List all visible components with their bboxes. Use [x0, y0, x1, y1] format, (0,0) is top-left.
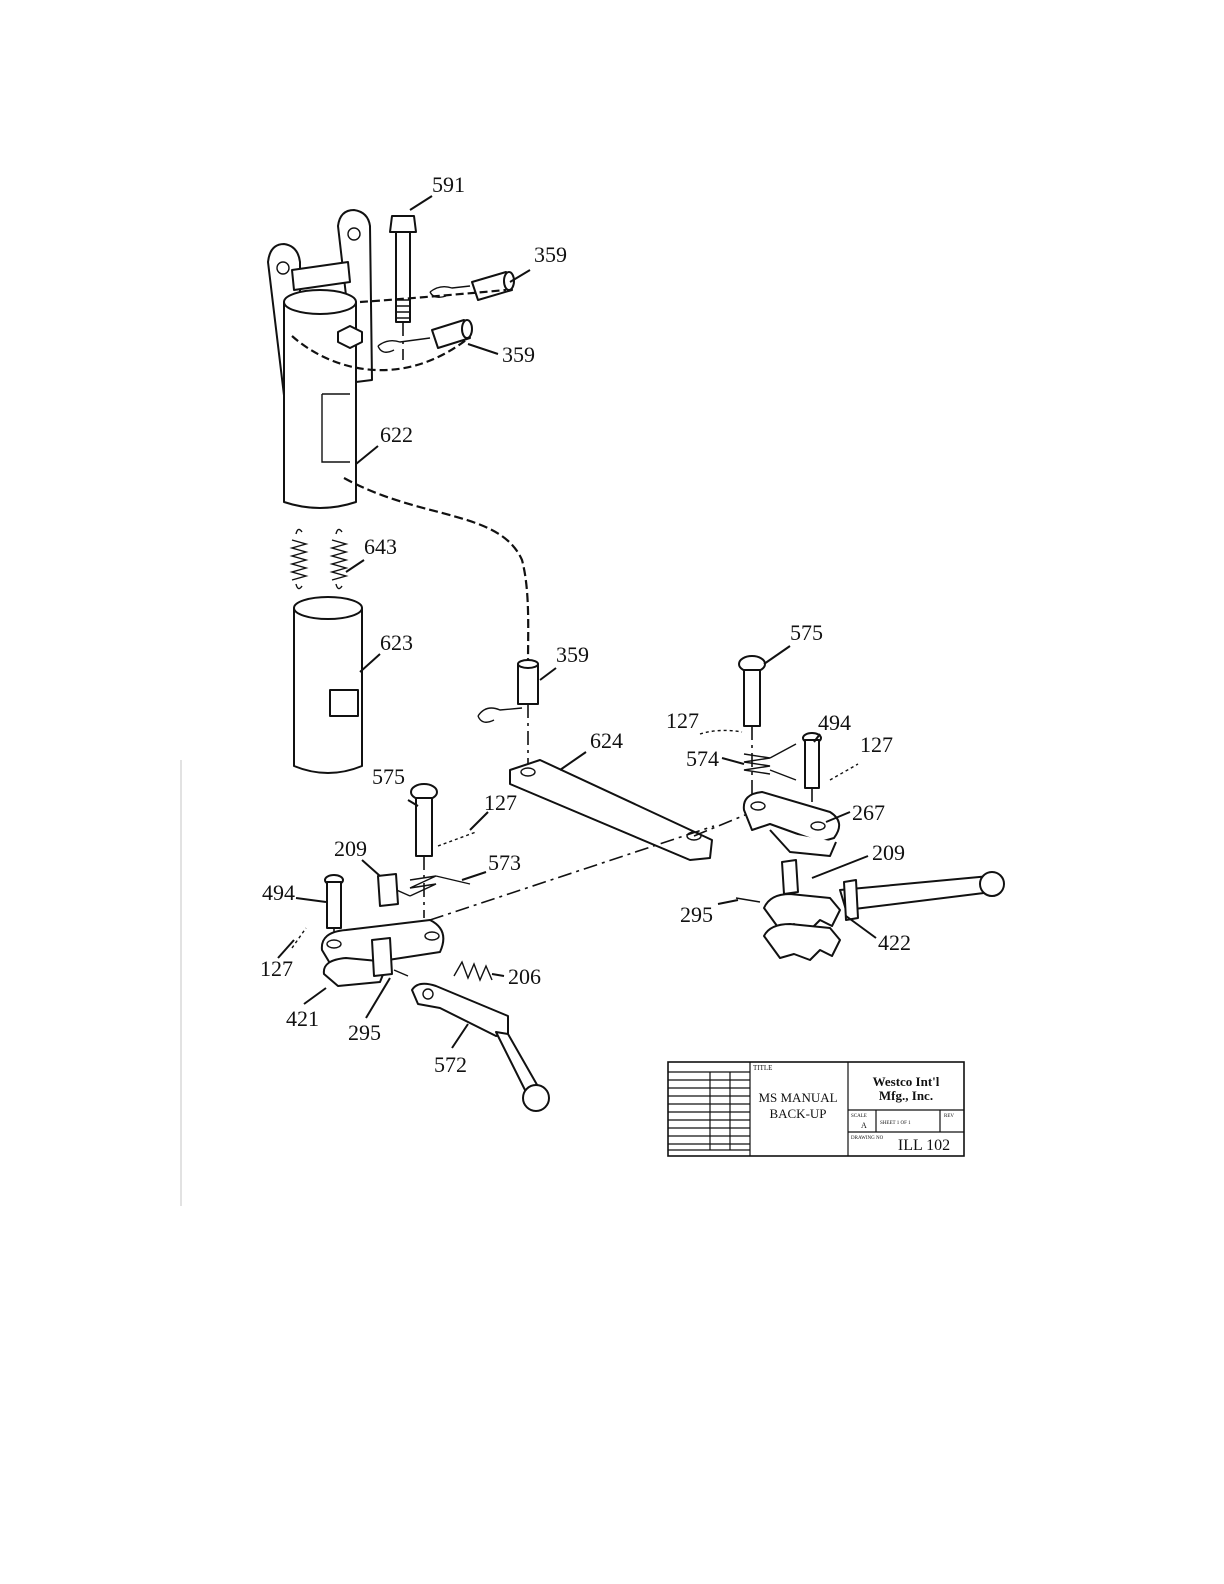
callout-494-left: 494 [262, 880, 295, 905]
company-line-2: Mfg., Inc. [879, 1088, 933, 1103]
callout-209-right: 209 [872, 840, 905, 865]
part-209-left-latch [378, 874, 398, 906]
callout-624: 624 [590, 728, 623, 753]
sheet-number: SHEET 1 OF 1 [880, 1121, 911, 1126]
part-572-handle [412, 984, 549, 1111]
title-caption: TITLE [753, 1064, 772, 1072]
callout-575-left: 575 [372, 764, 405, 789]
part-573-spring [392, 876, 470, 896]
part-209-right-latch [782, 860, 798, 894]
part-295-right-pin [736, 898, 760, 902]
part-359-upper-pin [430, 272, 514, 300]
part-359-lower-pin [478, 660, 538, 770]
callout-359-lower: 359 [556, 642, 589, 667]
callout-206: 206 [508, 964, 541, 989]
callout-575-right: 575 [790, 620, 823, 645]
part-359-middle-pin [378, 320, 472, 352]
part-127-right-clips [700, 730, 858, 780]
part-206-spring [454, 962, 492, 980]
title-line-1: MS MANUAL [758, 1090, 837, 1105]
callout-494-right: 494 [818, 710, 851, 735]
callout-359-upper: 359 [534, 242, 567, 267]
callout-127-left-b: 127 [260, 956, 293, 981]
callout-295-right: 295 [680, 902, 713, 927]
callout-422: 422 [878, 930, 911, 955]
axis-line-left [430, 826, 714, 920]
callout-574: 574 [686, 746, 719, 771]
part-643-springs [292, 529, 346, 588]
scale-value: A [861, 1121, 867, 1130]
callout-643: 643 [364, 534, 397, 559]
part-624-link-bar [510, 760, 762, 860]
callout-127-right-b: 127 [860, 732, 893, 757]
callout-267: 267 [852, 800, 885, 825]
callout-359-middle: 359 [502, 342, 535, 367]
part-421-left-jaw [322, 920, 443, 986]
company-line-1: Westco Int'l [873, 1074, 940, 1089]
part-623-tube [294, 597, 362, 773]
callout-572: 572 [434, 1052, 467, 1077]
part-575-right-pin [739, 656, 765, 800]
callout-127-left-a: 127 [484, 790, 517, 815]
part-295-left-pin [394, 970, 408, 976]
callout-622: 622 [380, 422, 413, 447]
scale-caption: SCALE [851, 1114, 867, 1119]
callout-127-right-a: 127 [666, 708, 699, 733]
callout-591: 591 [432, 172, 465, 197]
callout-209-left: 209 [334, 836, 367, 861]
callout-623: 623 [380, 630, 413, 655]
rev-caption: REV [944, 1114, 954, 1119]
part-267-right-yoke [744, 792, 839, 856]
callout-421: 421 [286, 1006, 319, 1031]
drawing-number: ILL 102 [898, 1137, 950, 1154]
chain-long [344, 478, 528, 664]
part-591-bolt [390, 216, 416, 360]
drawing-no-caption: DRAWING NO [851, 1136, 884, 1141]
title-block: TITLE MS MANUAL BACK-UP Westco Int'l Mfg… [668, 1062, 964, 1156]
callout-573: 573 [488, 850, 521, 875]
title-line-2: BACK-UP [769, 1106, 826, 1121]
callout-295-left: 295 [348, 1020, 381, 1045]
